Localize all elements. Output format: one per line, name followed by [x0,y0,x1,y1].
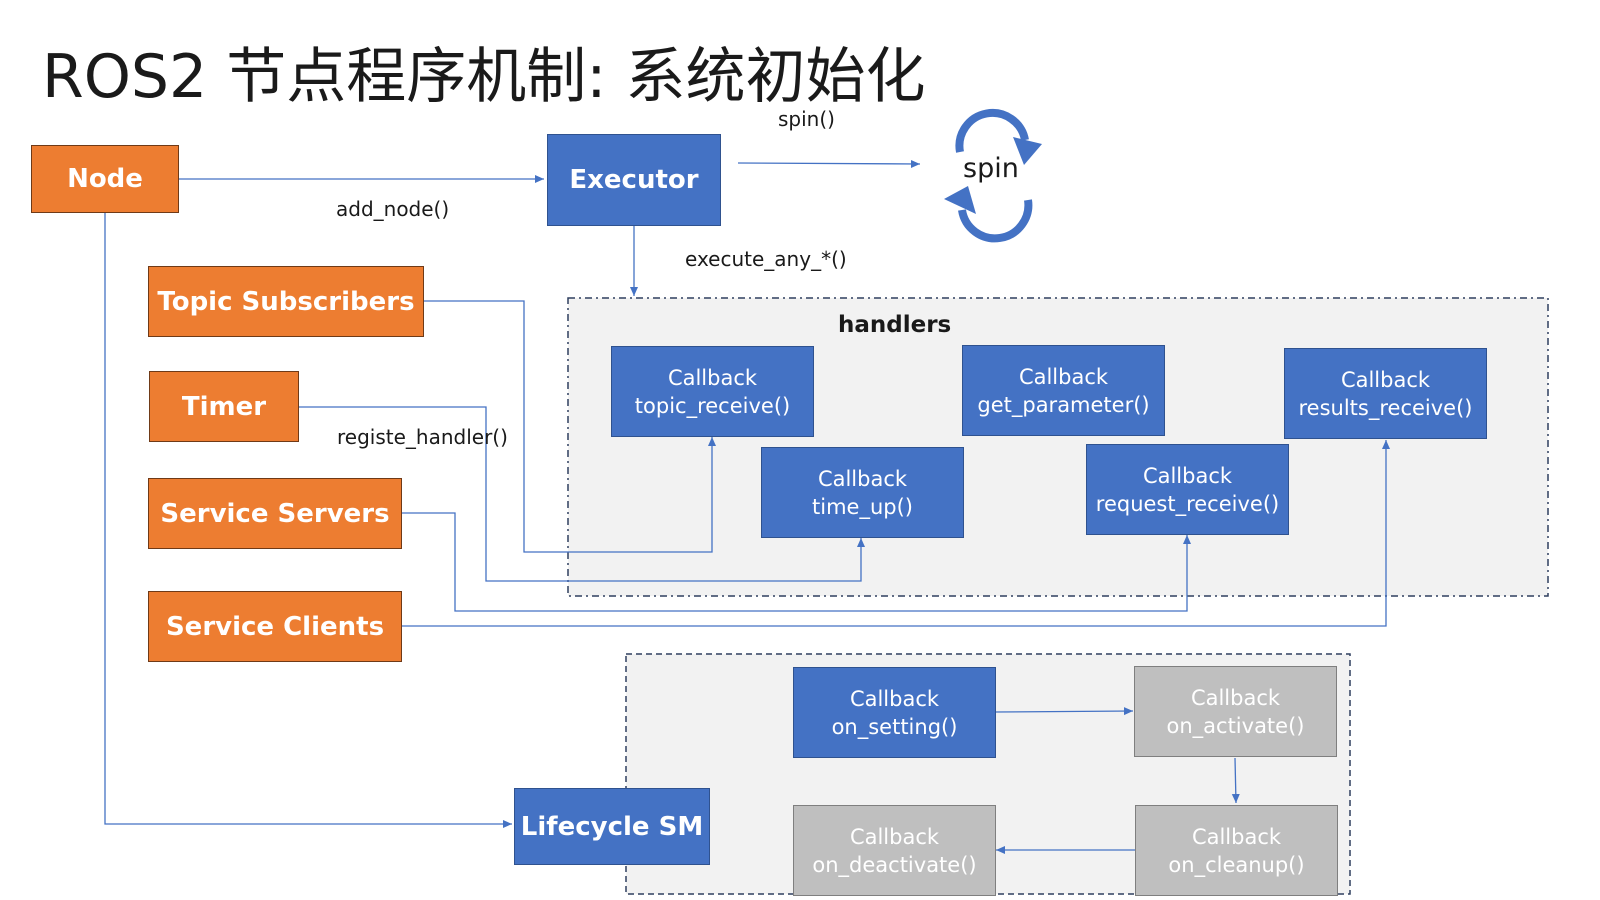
callback-on-setting[interactable]: Callback on_setting() [793,667,996,758]
service-servers-box[interactable]: Service Servers [148,478,402,549]
callback-function: topic_receive() [634,393,791,418]
callback-get-parameter[interactable]: Callback get_parameter() [962,345,1165,436]
callback-request-receive[interactable]: Callback request_receive() [1086,444,1289,535]
callback-title: Callback [1340,367,1431,392]
edge-timer [299,406,865,582]
callback-function: get_parameter() [977,392,1150,417]
service-clients-box[interactable]: Service Clients [148,591,402,662]
callback-title: Callback [1018,364,1109,389]
spin-label: spin() [778,107,835,131]
edge-setting-activate [994,707,1134,716]
callback-title: Callback [1142,463,1233,488]
execute-any-label: execute_any_*() [685,247,847,271]
callback-title: Callback [849,686,940,711]
callback-function: on_cleanup() [1168,852,1305,877]
edge-topic-subscribers [424,300,716,553]
edge-service-servers [402,512,1191,612]
handlers-group [567,297,1549,597]
callback-topic-receive[interactable]: Callback topic_receive() [611,346,814,437]
node-box[interactable]: Node [31,145,179,213]
topic-subscribers-box[interactable]: Topic Subscribers [148,266,424,337]
callback-title: Callback [1191,824,1282,849]
callback-on-activate[interactable]: Callback on_activate() [1134,666,1337,757]
callback-title: Callback [817,466,908,491]
callback-function: on_activate() [1166,713,1305,738]
handlers-group-label: handlers [838,312,952,338]
add-node-label: add_node() [336,197,450,221]
callback-function: request_receive() [1095,491,1280,516]
registe-handler-label: registe_handler() [337,425,508,449]
spin-icon-label: spin [963,153,1019,184]
edge-executor-spin [737,159,921,168]
callback-function: time_up() [812,494,913,519]
edge-activate-cleanup [1231,757,1240,804]
callback-time-up[interactable]: Callback time_up() [761,447,964,538]
spin-cycle-icon [944,108,1042,243]
callback-on-cleanup[interactable]: Callback on_cleanup() [1135,805,1338,896]
callback-title: Callback [849,824,940,849]
timer-box[interactable]: Timer [149,371,299,442]
edge-node-lifecycle [104,213,512,828]
page-title: ROS2 节点程序机制: 系统初始化 [42,42,926,112]
lifecycle-sm-box[interactable]: Lifecycle SM [514,788,710,865]
callback-function: on_setting() [831,714,958,739]
callback-on-deactivate[interactable]: Callback on_deactivate() [793,805,996,896]
callback-function: results_receive() [1298,395,1473,420]
executor-box[interactable]: Executor [547,134,721,226]
edge-service-clients [402,440,1390,627]
callback-results-receive[interactable]: Callback results_receive() [1284,348,1487,439]
callback-title: Callback [667,365,758,390]
callback-title: Callback [1190,685,1281,710]
callback-function: on_deactivate() [812,852,977,877]
